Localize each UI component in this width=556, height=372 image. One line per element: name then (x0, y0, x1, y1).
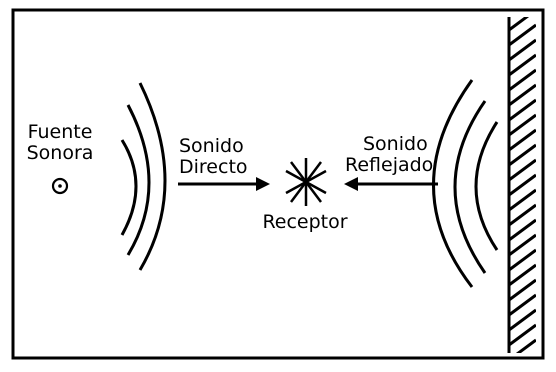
wall-hatch-line (509, 293, 536, 317)
reflected-sound-arrow (344, 177, 438, 191)
wall-hatch-line (509, 53, 536, 77)
source-circle-icon (51, 177, 69, 195)
wall-hatch-line (509, 203, 536, 227)
wall-hatch-line (509, 158, 536, 182)
receiver-label-text: Receptor (262, 211, 348, 233)
wall-hatch-line (509, 263, 536, 287)
wall-hatch-line (509, 143, 536, 167)
source-label-line2: Sonora (26, 142, 94, 164)
wall-hatch-line (509, 83, 536, 107)
direct-sound-label-line1: Sonido (179, 135, 244, 157)
wall-hatch-line (509, 173, 536, 197)
source-wavefronts (120, 82, 167, 271)
receiver-star-icon (285, 158, 327, 206)
reflected-sound-label-line2: Reflejado (345, 154, 434, 176)
wall-hatch-line (509, 98, 536, 122)
diagram-frame (11, 8, 545, 360)
direct-sound-arrow (178, 177, 270, 191)
wall-hatch-line (509, 248, 536, 272)
wall-hatch-line (509, 23, 536, 47)
wall-hatch-line (509, 17, 530, 32)
wall-hatch-line (509, 278, 536, 302)
wall-hatch-line (509, 38, 536, 62)
reflected-sound-label: Sonido Reflejado (345, 134, 433, 176)
reflected-sound-label-line1: Sonido (363, 133, 428, 155)
reflected-wavefronts (432, 79, 499, 288)
wall-hatch-line (509, 308, 536, 332)
wall-hatch-line (509, 68, 536, 92)
wall-hatch-line (509, 113, 536, 137)
direct-sound-label: Sonido Directo (179, 136, 248, 178)
direct-sound-label-line2: Directo (179, 156, 248, 178)
wall-hatch-line (509, 233, 536, 257)
source-label: Fuente Sonora (20, 122, 100, 164)
wall-hatch-line (509, 323, 536, 347)
wall-hatch-line (515, 338, 536, 353)
wall-hatch-line (509, 188, 536, 212)
reflecting-wall (507, 17, 536, 353)
receiver-label: Receptor (250, 212, 360, 233)
wall-hatch-line (509, 218, 536, 242)
source-label-line1: Fuente (27, 121, 93, 143)
wall-hatch-line (509, 128, 536, 152)
